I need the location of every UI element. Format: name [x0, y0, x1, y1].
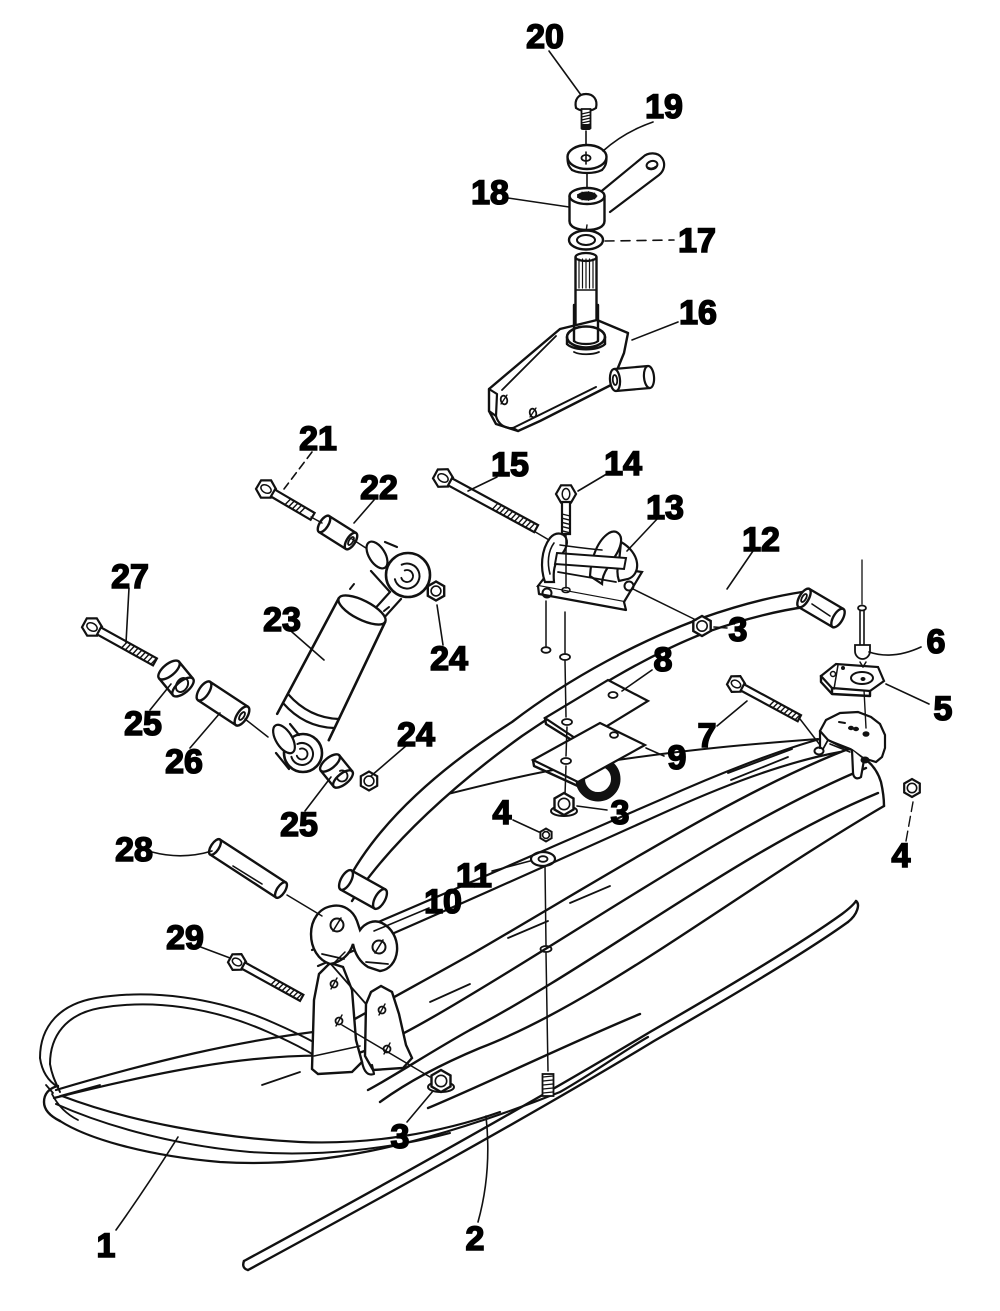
svg-text:8: 8 [654, 641, 673, 679]
svg-text:20: 20 [526, 18, 564, 56]
svg-text:26: 26 [165, 743, 203, 781]
svg-text:17: 17 [678, 222, 716, 260]
svg-text:24: 24 [430, 640, 468, 678]
svg-text:13: 13 [646, 489, 684, 527]
svg-text:6: 6 [927, 623, 946, 661]
svg-text:25: 25 [124, 705, 162, 743]
svg-text:3: 3 [391, 1118, 410, 1156]
svg-text:16: 16 [679, 294, 717, 332]
svg-text:19: 19 [645, 88, 683, 126]
svg-text:15: 15 [491, 446, 529, 484]
svg-text:25: 25 [280, 806, 318, 844]
svg-text:28: 28 [115, 831, 153, 869]
svg-text:27: 27 [111, 558, 149, 596]
svg-text:3: 3 [611, 794, 630, 832]
svg-text:3: 3 [729, 611, 748, 649]
svg-text:12: 12 [742, 521, 780, 559]
svg-text:7: 7 [698, 717, 717, 755]
svg-text:14: 14 [604, 445, 642, 483]
svg-text:24: 24 [397, 716, 435, 754]
svg-text:5: 5 [934, 690, 953, 728]
svg-text:1: 1 [97, 1227, 116, 1265]
svg-text:23: 23 [263, 601, 301, 639]
svg-text:4: 4 [493, 794, 512, 832]
svg-text:10: 10 [424, 883, 462, 921]
svg-text:2: 2 [466, 1220, 485, 1258]
svg-text:29: 29 [166, 919, 204, 957]
svg-text:9: 9 [668, 739, 687, 777]
svg-text:21: 21 [299, 420, 337, 458]
svg-text:22: 22 [360, 469, 398, 507]
svg-text:4: 4 [892, 837, 911, 875]
svg-text:18: 18 [471, 174, 509, 212]
